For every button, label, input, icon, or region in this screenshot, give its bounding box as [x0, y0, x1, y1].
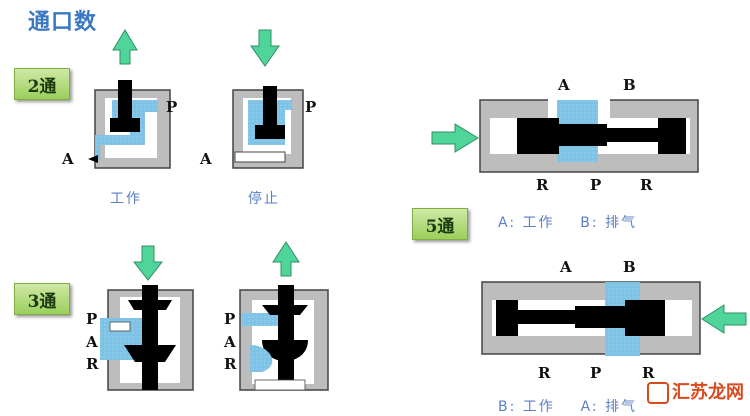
- port-label-a: A: [560, 258, 572, 276]
- port-label-p: P: [590, 364, 602, 382]
- port-label-a: A: [86, 333, 98, 351]
- two-way-stop-valve: [232, 86, 304, 169]
- caption-five-bottom: B: 工作 A: 排气: [498, 399, 638, 415]
- five-way-valve-bottom: [481, 281, 701, 356]
- watermark: 汇苏龙网: [647, 378, 744, 404]
- port-label-p: P: [166, 98, 178, 116]
- badge-two-way: 2通: [14, 68, 70, 100]
- port-label-r: R: [538, 364, 551, 382]
- two-way-working-valve: [88, 80, 171, 169]
- badge-three-way: 3通: [14, 283, 70, 315]
- down-arrow-icon: [250, 29, 280, 67]
- port-label-b: B: [623, 76, 636, 94]
- watermark-text: 汇苏龙网: [672, 382, 744, 403]
- port-label-p: P: [305, 98, 317, 116]
- badge-five-way: 5通: [412, 208, 468, 240]
- up-arrow-icon: [112, 29, 138, 65]
- three-way-valve-released: [239, 285, 329, 391]
- port-label-r: R: [536, 176, 549, 194]
- right-arrow-icon: [431, 123, 479, 153]
- caption-two-work: 工作: [110, 191, 142, 207]
- five-way-valve-top: [479, 96, 699, 173]
- port-label-p: P: [86, 310, 98, 328]
- seal-icon: [647, 382, 669, 404]
- caption-two-stop: 停止: [248, 191, 280, 207]
- port-label-r: R: [224, 355, 237, 373]
- port-label-a: A: [62, 150, 74, 168]
- caption-five-top: A: 工作 B: 排气: [498, 215, 638, 231]
- port-label-p: P: [590, 176, 602, 194]
- port-label-r: R: [86, 355, 99, 373]
- port-label-a: A: [558, 76, 570, 94]
- down-arrow-icon: [132, 245, 164, 281]
- port-label-b: B: [623, 258, 636, 276]
- three-way-valve-pressed: [100, 285, 194, 391]
- port-label-a: A: [200, 150, 212, 168]
- port-label-r: R: [640, 176, 653, 194]
- page-title: 通口数: [28, 10, 98, 35]
- port-label-p: P: [224, 310, 236, 328]
- port-label-a: A: [224, 333, 236, 351]
- port-label-r: R: [642, 364, 655, 382]
- up-arrow-icon: [272, 241, 300, 277]
- left-arrow-icon: [701, 304, 747, 334]
